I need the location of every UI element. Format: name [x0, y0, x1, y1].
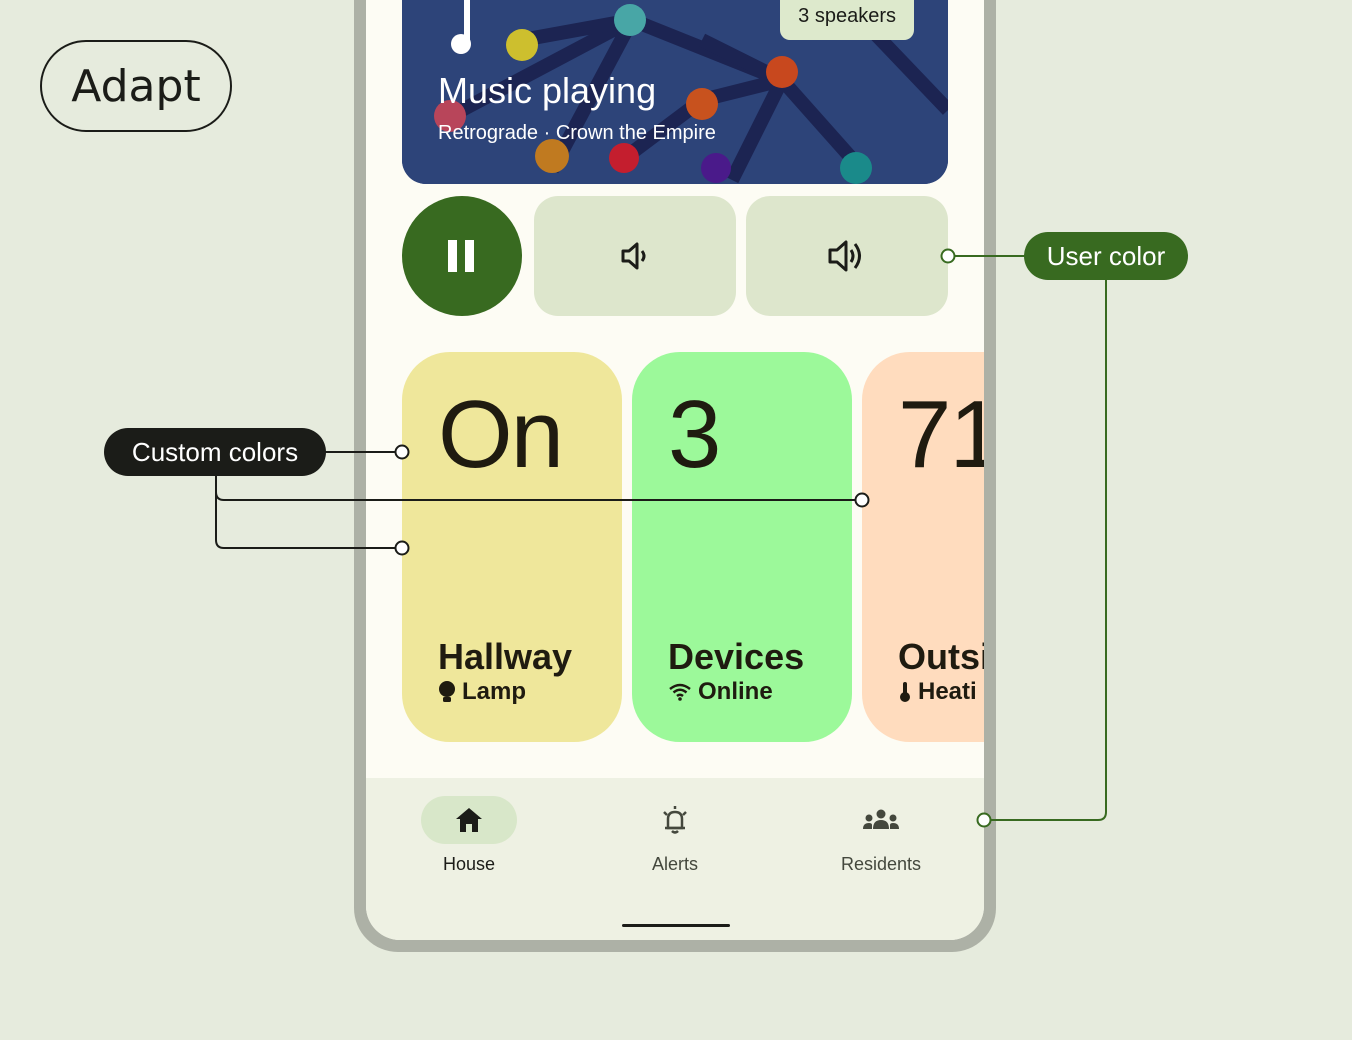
tile-name: Outsi — [898, 636, 984, 677]
alarm-bell-icon — [663, 806, 687, 834]
phone-screen: 3 speakers Music playing Retrograde · Cr… — [366, 0, 984, 940]
thermometer-icon — [900, 682, 910, 702]
tile-name: Hallway — [438, 636, 573, 677]
volume-up-icon — [828, 240, 861, 272]
custom-colors-callout: Custom colors — [104, 428, 326, 476]
nav-label: House — [442, 854, 496, 874]
nav-item-house[interactable]: House — [379, 778, 559, 875]
tile-devices[interactable]: 3 Devices Online — [632, 352, 852, 742]
tile-outside[interactable]: 71 Outsi Heati — [862, 352, 984, 742]
nav-indicator — [833, 796, 929, 844]
wifi-icon — [669, 683, 691, 701]
speakers-chip[interactable]: 3 speakers — [780, 0, 914, 40]
nav-item-residents[interactable]: Residents — [791, 778, 971, 875]
tile-subtitle: Lamp — [438, 678, 526, 706]
tile-value: 3 — [668, 381, 721, 488]
pause-icon — [448, 240, 474, 272]
nav-indicator — [627, 796, 723, 844]
music-subtitle: Retrograde · Crown the Empire — [438, 122, 716, 144]
pause-button[interactable] — [402, 196, 522, 316]
tile-name: Devices — [668, 636, 805, 677]
tile-subtitle: Heati — [898, 678, 977, 706]
music-card[interactable]: 3 speakers Music playing Retrograde · Cr… — [402, 0, 948, 184]
tile-subtitle-label: Online — [698, 678, 773, 705]
tile-subtitle-label: Heati — [918, 678, 977, 705]
adapt-label: Adapt — [40, 40, 232, 132]
tile-subtitle: Online — [668, 678, 773, 706]
group-icon — [863, 809, 899, 829]
nav-label: Alerts — [651, 854, 698, 874]
user-color-callout: User color — [1024, 232, 1188, 280]
tile-value: On — [438, 381, 564, 488]
home-icon — [456, 808, 482, 832]
volume-down-button[interactable] — [534, 196, 736, 316]
music-note-icon — [451, 0, 471, 54]
volume-up-button[interactable] — [746, 196, 948, 316]
tile-value: 71 — [898, 381, 984, 488]
tile-hallway[interactable]: On Hallway Lamp — [402, 352, 622, 742]
nav-item-alerts[interactable]: Alerts — [585, 778, 765, 875]
nav-indicator — [421, 796, 517, 844]
tile-subtitle-label: Lamp — [462, 678, 527, 705]
lightbulb-icon — [439, 681, 455, 702]
music-title: Music playing — [438, 70, 657, 111]
gesture-handle[interactable] — [622, 924, 730, 927]
bottom-navigation: House Alerts — [366, 778, 984, 940]
nav-label: Residents — [840, 854, 922, 874]
volume-down-icon — [621, 242, 646, 270]
